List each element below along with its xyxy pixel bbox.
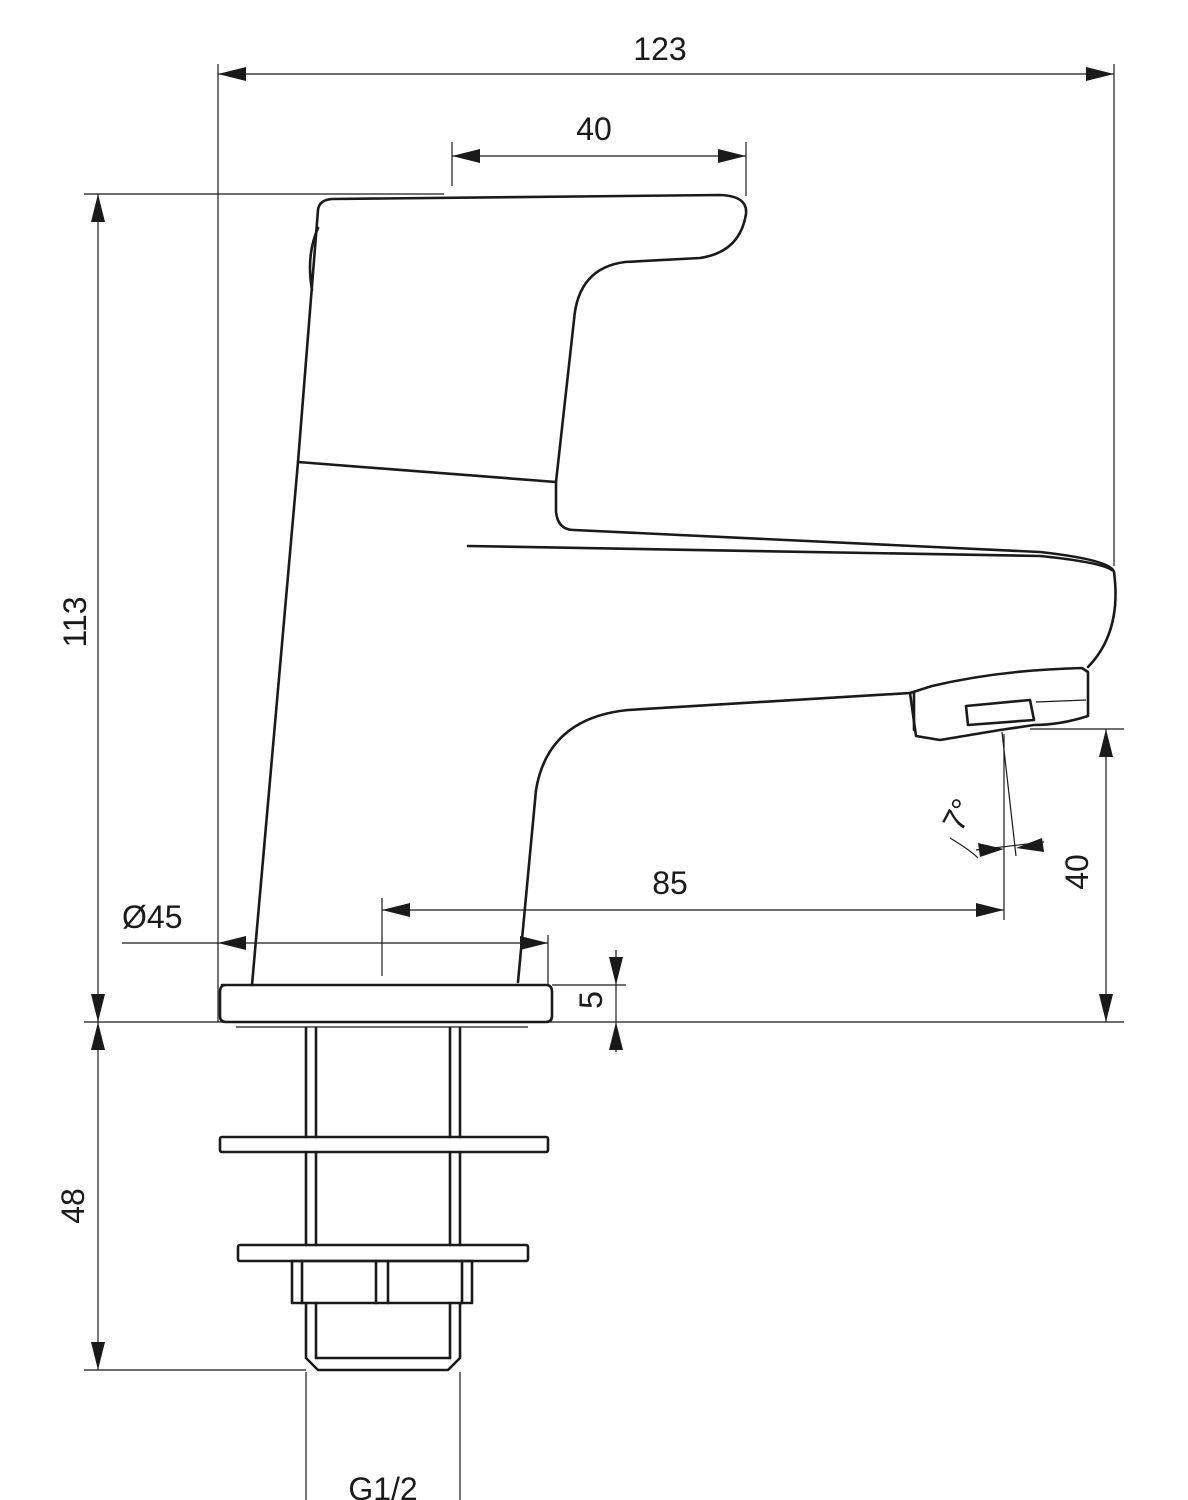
label-base-thickness: 5 — [573, 991, 609, 1009]
column-left-edge — [250, 460, 300, 987]
label-base-diameter: Ø45 — [122, 899, 182, 935]
lock-plate — [236, 1243, 530, 1263]
label-overall-width: 123 — [633, 31, 686, 67]
faucet-body — [250, 193, 1117, 987]
dim-handle-length — [452, 149, 746, 163]
mounting-washer — [218, 1135, 550, 1154]
spout-top-line — [466, 544, 1114, 572]
handle-recess — [308, 226, 320, 292]
label-shank-length: 48 — [55, 1188, 91, 1224]
aerator — [908, 666, 1090, 742]
label-spout-angle: 7° — [935, 793, 981, 837]
faucet-column-spout — [554, 480, 1117, 669]
dim-shank-length — [91, 1022, 105, 1370]
dim-base-thickness — [609, 950, 623, 1052]
handle-body-seam — [296, 460, 558, 484]
label-overall-height: 113 — [57, 596, 93, 647]
threaded-tail — [304, 1301, 462, 1372]
extension-lines — [84, 64, 1124, 1500]
dim-spout-angle — [949, 837, 1045, 859]
mounting-shank — [218, 1026, 550, 1372]
spout-underside — [516, 691, 912, 984]
base-plate — [218, 983, 554, 1024]
dim-overall-height — [91, 194, 105, 1022]
dim-base-diameter — [218, 936, 548, 950]
label-handle-length: 40 — [576, 111, 612, 147]
lock-nut — [290, 1259, 474, 1305]
dim-overall-width — [218, 67, 1114, 81]
dim-spout-reach — [382, 903, 1004, 917]
faucet-handle — [296, 193, 748, 484]
label-thread: G1/2 — [348, 1471, 417, 1500]
label-spout-height: 40 — [1059, 854, 1095, 890]
label-spout-reach: 85 — [652, 865, 688, 901]
dim-spout-height — [1099, 729, 1113, 1022]
